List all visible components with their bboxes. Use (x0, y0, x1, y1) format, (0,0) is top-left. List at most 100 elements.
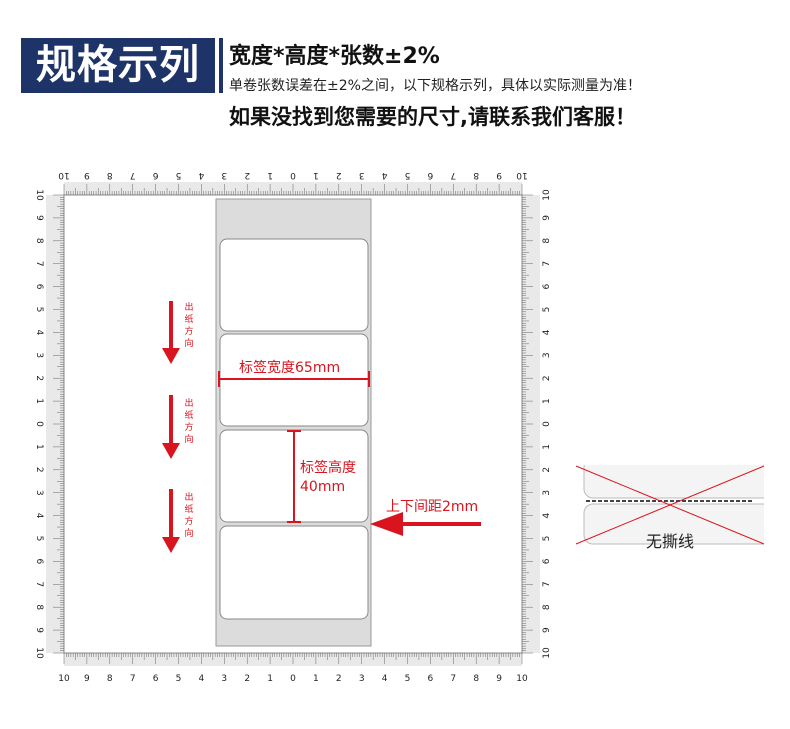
ruler-top-label: 7 (130, 170, 136, 180)
paper-direction-arrow-head (162, 443, 180, 459)
no-tear-label-bottom (583, 503, 764, 545)
ruler-left-label: 2 (34, 375, 44, 381)
ruler-bottom-label: 8 (473, 674, 479, 684)
ruler-top-label: 3 (359, 170, 365, 180)
ruler-bottom-label: 2 (244, 674, 250, 684)
no-tear-cross-line (575, 465, 765, 545)
ruler-top-label: 4 (198, 170, 204, 180)
ruler-left-label: 6 (34, 559, 44, 565)
ruler-left-label: 8 (34, 238, 44, 244)
ruler-right-label: 7 (542, 581, 552, 587)
ruler-bottom-label: 5 (176, 674, 182, 684)
ruler-left-label: 8 (34, 604, 44, 610)
ruler-top-label: 7 (450, 170, 456, 180)
ruler-bottom-label: 8 (107, 674, 113, 684)
ruler-left-label: 6 (34, 284, 44, 290)
label-sheet (219, 525, 369, 620)
ruler-right-label: 8 (542, 238, 552, 244)
gap-arrow-head (370, 512, 403, 536)
ruler-right-label: 5 (542, 307, 552, 313)
ruler-left-label: 3 (34, 490, 44, 496)
ruler-right-label: 5 (542, 536, 552, 542)
label-height-text-1: 标签高度 (300, 460, 356, 476)
ruler-left-label: 1 (34, 398, 44, 404)
ruler-bottom-label: 7 (450, 674, 456, 684)
ruler-right-label: 6 (542, 283, 552, 289)
paper-direction-text-3: 出纸方向 (184, 493, 194, 539)
ruler-left-label: 4 (34, 513, 44, 519)
spec-format-heading: 宽度*高度*张数±2% (229, 44, 440, 69)
ruler-right-label: 0 (542, 421, 552, 427)
contact-service-note: 如果没找到您需要的尺寸,请联系我们客服！ (229, 105, 636, 129)
ruler-left-label: 2 (34, 467, 44, 473)
ruler-left-label: 9 (34, 627, 44, 633)
ruler-right-label: 6 (542, 558, 552, 564)
spec-tolerance-note: 单卷张数误差在±2%之间，以下规格示列，具体以实际测量为准！ (229, 78, 641, 94)
ruler-bottom-label: 3 (221, 674, 227, 684)
ruler-right-label: 7 (542, 261, 552, 267)
paper-direction-arrow-head (162, 348, 180, 364)
ruler-top-label: 9 (496, 170, 502, 180)
ruler-right-label: 8 (542, 604, 552, 610)
ruler-top-label: 10 (58, 170, 70, 180)
ruler-right-label: 10 (542, 647, 552, 659)
ruler-right-label: 4 (542, 512, 552, 518)
measurement-rulers: 1010998877665544332211001122334455667788… (34, 170, 552, 684)
ruler-left-label: 10 (34, 647, 44, 659)
ruler-bottom-label: 6 (153, 674, 159, 684)
ruler-left-label: 3 (34, 352, 44, 358)
ruler-bottom-label: 10 (58, 674, 70, 684)
label-roll (215, 198, 372, 647)
ruler-bottom-label: 2 (336, 674, 342, 684)
ruler-bottom-label: 1 (267, 674, 273, 684)
ruler-top-label: 2 (244, 170, 250, 180)
ruler-top-label: 2 (336, 170, 342, 180)
ruler-left-label: 9 (34, 215, 44, 221)
ruler-right-label: 3 (542, 352, 552, 358)
ruler-left-label: 5 (34, 307, 44, 313)
dimension-markers (162, 301, 481, 553)
paper-direction-arrow-head (162, 537, 180, 553)
ruler-bottom-label: 4 (199, 674, 205, 684)
paper-direction-text-2: 出纸方向 (184, 399, 194, 445)
ruler-left-label: 7 (34, 261, 44, 267)
ruler-top-label: 6 (152, 170, 158, 180)
ruler-top-label: 8 (107, 170, 113, 180)
ruler-bottom-label: 7 (130, 674, 136, 684)
ruler-left-label: 0 (34, 421, 44, 427)
ruler-top-label: 5 (176, 170, 182, 180)
label-sheet (219, 238, 369, 332)
no-tear-line-example (575, 465, 765, 545)
paper-direction-text-1: 出纸方向 (184, 303, 194, 349)
no-tear-label: 无撕线 (645, 532, 694, 551)
label-height-text-2: 40mm (300, 479, 346, 495)
ruler-right-label: 4 (542, 329, 552, 335)
ruler-bottom-label: 9 (496, 674, 502, 684)
no-tear-label-top (583, 465, 764, 499)
ruler-right-label: 9 (542, 215, 552, 221)
ruler-top-label: 6 (427, 170, 433, 180)
ruler-bottom-label: 0 (290, 674, 296, 684)
title-divider (219, 38, 223, 93)
ruler-bottom-label: 10 (516, 674, 528, 684)
ruler-right-label: 2 (542, 375, 552, 381)
ruler-top-label: 1 (267, 170, 273, 180)
label-gap-text: 上下间距2mm (386, 499, 479, 515)
ruler-right-label: 2 (542, 467, 552, 473)
ruler-left-label: 7 (34, 581, 44, 587)
ruler-right-label: 10 (542, 189, 552, 201)
ruler-bottom-label: 6 (428, 674, 434, 684)
ruler-top-label: 8 (473, 170, 479, 180)
ruler-left-label: 1 (34, 444, 44, 450)
ruler-left-label: 4 (34, 330, 44, 336)
ruler-top-label: 1 (313, 170, 319, 180)
ruler-top-label: 0 (290, 170, 296, 180)
ruler-right-label: 1 (542, 444, 552, 450)
ruler-right-label: 9 (542, 627, 552, 633)
ruler-left-label: 5 (34, 536, 44, 542)
ruler-bottom-label: 3 (359, 674, 365, 684)
ruler-top-label: 5 (405, 170, 411, 180)
page-title: 规格示列 (21, 38, 215, 93)
ruler-top-label: 3 (221, 170, 227, 180)
